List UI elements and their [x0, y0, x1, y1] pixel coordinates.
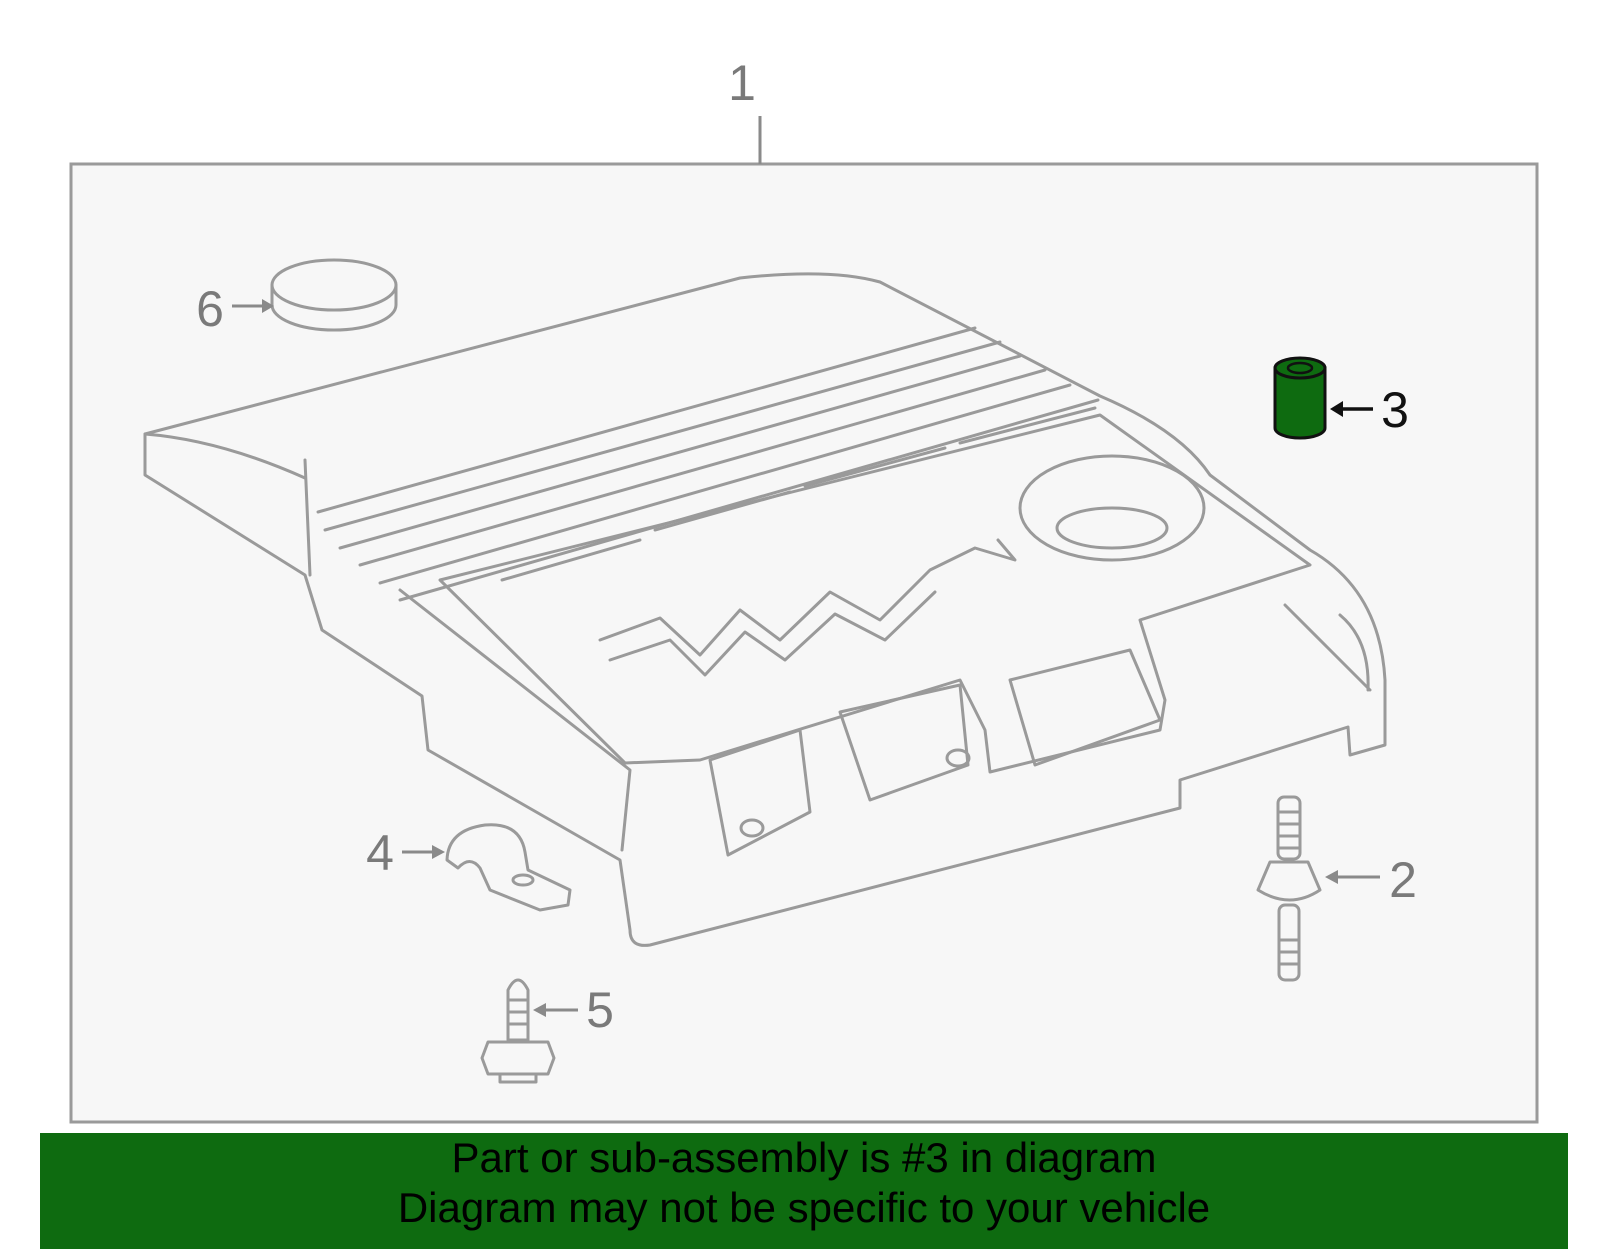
callout-5-label[interactable]: 5 — [586, 982, 614, 1038]
part-5-bolt[interactable] — [480, 978, 556, 1084]
callout-6-label[interactable]: 6 — [196, 281, 224, 337]
callout-4-arrow — [402, 845, 445, 859]
info-banner: Part or sub-assembly is #3 in diagram Di… — [40, 1133, 1568, 1249]
part-3-grommet[interactable] — [1273, 356, 1327, 440]
banner-line-1: Part or sub-assembly is #3 in diagram — [451, 1134, 1157, 1181]
oil-filler-opening — [1018, 454, 1206, 562]
part-6-cap[interactable] — [270, 258, 398, 332]
part-4-clamp[interactable] — [445, 823, 572, 912]
callout-2-arrow — [1325, 870, 1380, 884]
callout-4-label[interactable]: 4 — [366, 825, 394, 881]
callout-1-label[interactable]: 1 — [728, 55, 756, 111]
callout-5-arrow — [533, 1003, 578, 1017]
callout-3-arrow — [1330, 401, 1373, 417]
part-2-stud-bolt[interactable] — [1256, 795, 1322, 982]
callout-2-label[interactable]: 2 — [1389, 852, 1417, 908]
banner-line-2: Diagram may not be specific to your vehi… — [397, 1184, 1211, 1231]
callout-3-label[interactable]: 3 — [1381, 382, 1409, 438]
engine-cover[interactable] — [143, 272, 1387, 947]
callout-6-arrow — [232, 299, 274, 313]
